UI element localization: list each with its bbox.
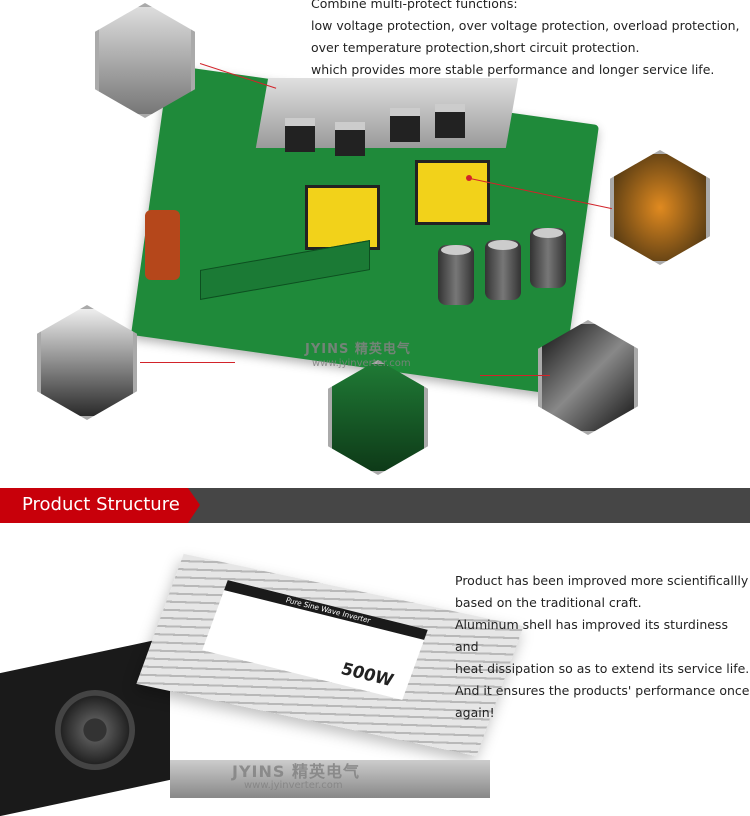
features-heading: Combine multi-protect functions: [311, 0, 518, 11]
cooling-fan [55, 690, 135, 770]
structure-line: heat dissipation so as to extend its ser… [455, 661, 750, 676]
callout-line [480, 375, 550, 376]
callout-dot [466, 175, 472, 181]
section-banner: Product Structure [0, 488, 750, 523]
watermark-url: www.jyinverter.com [244, 780, 343, 791]
zoom-transformer [610, 150, 710, 265]
structure-line: Product has been improved more scientifi… [455, 573, 749, 588]
product-power: 500W [338, 658, 397, 691]
transistor [285, 118, 315, 152]
inverter-base [170, 760, 490, 798]
section-title: Product Structure [22, 494, 180, 515]
zoom-heatsink [95, 3, 195, 118]
inverter-illustration: Pure Sine Wave Inverter 500W JYINS 精英电气 … [0, 553, 750, 816]
watermark-brand-cn: 精英电气 [291, 762, 360, 781]
features-line: which provides more stable performance a… [311, 62, 715, 77]
watermark-brand: JYINS 精英电气 [305, 338, 411, 357]
zoom-mosfet [37, 305, 137, 420]
watermark-brand-text: JYINS [232, 762, 286, 781]
structure-line: again! [455, 705, 495, 720]
section-banner-accent [0, 488, 200, 523]
callout-line [140, 362, 235, 363]
transistor [435, 104, 465, 138]
structure-text: Product has been improved more scientifi… [455, 570, 750, 724]
watermark-brand: JYINS 精英电气 [232, 758, 360, 782]
zoom-capacitor [538, 320, 638, 435]
capacitor [485, 240, 521, 300]
features-line: over temperature protection,short circui… [311, 40, 640, 55]
transistor [335, 122, 365, 156]
pcb-illustration: JYINS 精英电气 www.jyinverter.com [37, 3, 710, 475]
transformer [305, 185, 380, 250]
features-text: Combine multi-protect functions: low vol… [311, 0, 740, 81]
watermark-brand-cn: 精英电气 [354, 342, 411, 357]
structure-line: based on the traditional craft. [455, 595, 642, 610]
watermark-url: www.jyinverter.com [312, 358, 411, 369]
capacitor [438, 245, 474, 305]
capacitor [530, 228, 566, 288]
features-line: low voltage protection, over voltage pro… [311, 18, 740, 33]
zoom-chip [328, 360, 428, 475]
watermark-brand-text: JYINS [305, 342, 350, 357]
structure-line: Aluminum shell has improved its sturdine… [455, 617, 728, 654]
inductor [145, 210, 180, 280]
transistor [390, 108, 420, 142]
structure-line: And it ensures the products' performance… [455, 683, 750, 698]
transformer [415, 160, 490, 225]
